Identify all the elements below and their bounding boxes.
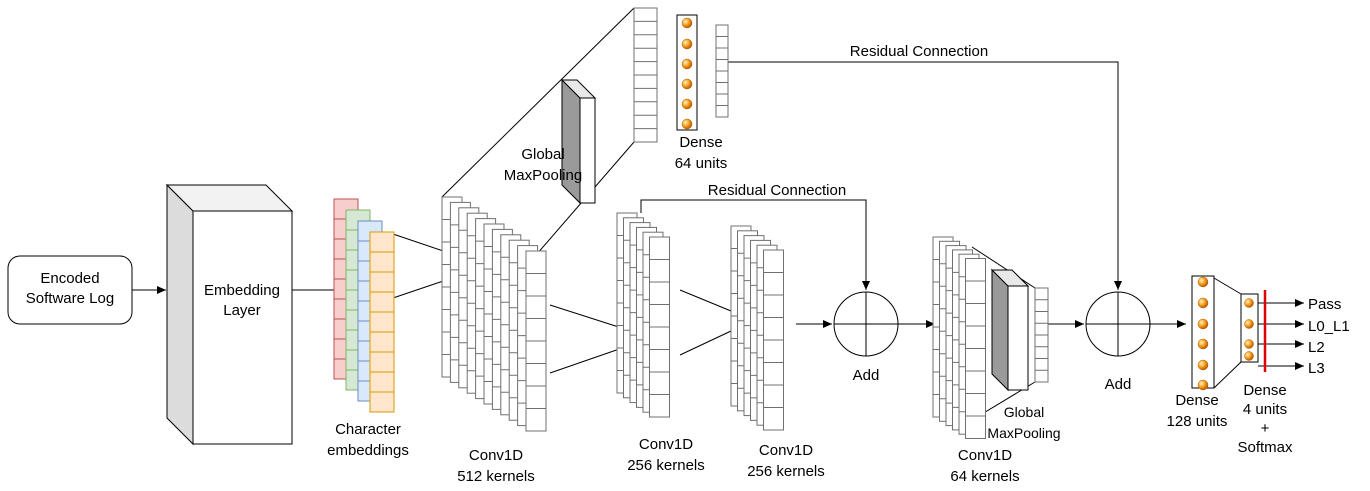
labels: Character embeddings Conv1D 512 kernels … [327, 43, 1350, 485]
add-1-label: Add [853, 367, 880, 384]
conv2-stack [616, 212, 670, 418]
conv1-label-line2: 512 kernels [457, 468, 535, 485]
dense-top [633, 7, 729, 143]
neuron [1197, 318, 1209, 330]
conv4-label-line1: Conv1D [958, 447, 1012, 464]
line-dense128-to-dense-out [1213, 361, 1242, 389]
dense-out-label-line3: + [1261, 420, 1270, 437]
neuron [1197, 359, 1209, 371]
char-embeddings-label-line1: Character [335, 421, 401, 438]
neuron [681, 17, 693, 29]
conv3-stack-filter [763, 249, 784, 431]
input-label-line2: Software Log [26, 290, 114, 307]
gmp-top-label-line2: MaxPooling [504, 167, 582, 184]
output-label-l3: L3 [1308, 360, 1325, 377]
dense-output [1240, 290, 1267, 372]
neuron [1244, 298, 1254, 308]
dense-128 [1191, 275, 1215, 391]
arrow-residual-mid [640, 199, 870, 290]
output-label-l0-l1: L0_L1 [1308, 318, 1350, 335]
layers [333, 7, 1267, 439]
conv2-label-line1: Conv1D [639, 436, 693, 453]
neuron [1197, 276, 1209, 288]
neuron [1244, 319, 1254, 329]
character-embeddings [333, 198, 395, 413]
dense-out-label-line1: Dense [1243, 382, 1286, 399]
conv4-stack-filter [965, 258, 986, 439]
dense-out-label-line4: Softmax [1237, 439, 1293, 456]
dense-top-label-line1: Dense [679, 134, 722, 151]
line-conv1-to-conv2 [549, 345, 629, 374]
residual-connection-top-label: Residual Connection [850, 43, 988, 60]
neuron [1197, 379, 1209, 391]
neuron [681, 78, 693, 90]
conv1-stack-filter [525, 250, 547, 432]
line-conv4-to-gmp [971, 246, 1036, 289]
conv1-stack [441, 196, 547, 432]
input-label-line1: Encoded [40, 270, 99, 287]
neuron [681, 98, 693, 110]
neuron [681, 118, 693, 130]
global-maxpooling-bottom [990, 268, 1049, 392]
neuron [1244, 339, 1254, 349]
arrow-residual-top [728, 61, 1122, 290]
gmp-top-label-line1: Global [521, 146, 564, 163]
output-label-l2: L2 [1308, 339, 1325, 356]
input-node: Encoded Software Log [7, 255, 133, 325]
neuron [1197, 297, 1209, 309]
global-maxpooling-top [560, 78, 597, 205]
conv3-label-line1: Conv1D [759, 442, 813, 459]
conv4-stack [932, 236, 986, 439]
neuron [1244, 351, 1254, 361]
add-node-1 [833, 291, 899, 357]
output-label-pass: Pass [1308, 296, 1341, 313]
dense-128-label-line1: Dense [1175, 392, 1218, 409]
neuron [681, 58, 693, 70]
conv1-label-line1: Conv1D [469, 447, 523, 464]
embedding-label-line1: Embedding [204, 282, 280, 299]
conv3-label-line2: 256 kernels [747, 463, 825, 480]
char-embeddings-label-line2: embeddings [327, 442, 409, 459]
gmp-bottom-label-line1: Global [1004, 404, 1044, 420]
line-conv1-to-dense-top [441, 7, 635, 198]
dense-out-label-line2: 4 units [1243, 401, 1287, 418]
dense-top-input-column [633, 7, 658, 143]
neuron [1197, 338, 1209, 350]
add-2-label: Add [1105, 376, 1132, 393]
embedding-layer: Embedding Layer [165, 183, 294, 446]
conv4-label-line2: 64 kernels [950, 468, 1019, 485]
conv3-stack [730, 225, 784, 431]
dense-top-label-line2: 64 units [675, 155, 728, 172]
neuron [681, 38, 693, 50]
dense-top-output-column [715, 24, 729, 118]
embedding-strip-orange [369, 231, 395, 413]
gmp-bottom-output-column [1034, 287, 1049, 383]
dense-128-label-line2: 128 units [1167, 413, 1228, 430]
add-node-2 [1085, 291, 1151, 357]
residual-connection-mid-label: Residual Connection [708, 182, 846, 199]
line-dense128-to-dense-out [1213, 277, 1242, 295]
embedding-label-line2: Layer [223, 302, 261, 319]
conv2-label-line2: 256 kernels [627, 457, 705, 474]
conv2-stack-filter [649, 236, 670, 418]
gmp-bottom-label-line2: MaxPooling [987, 425, 1060, 441]
line-conv1-to-conv2 [549, 304, 629, 331]
